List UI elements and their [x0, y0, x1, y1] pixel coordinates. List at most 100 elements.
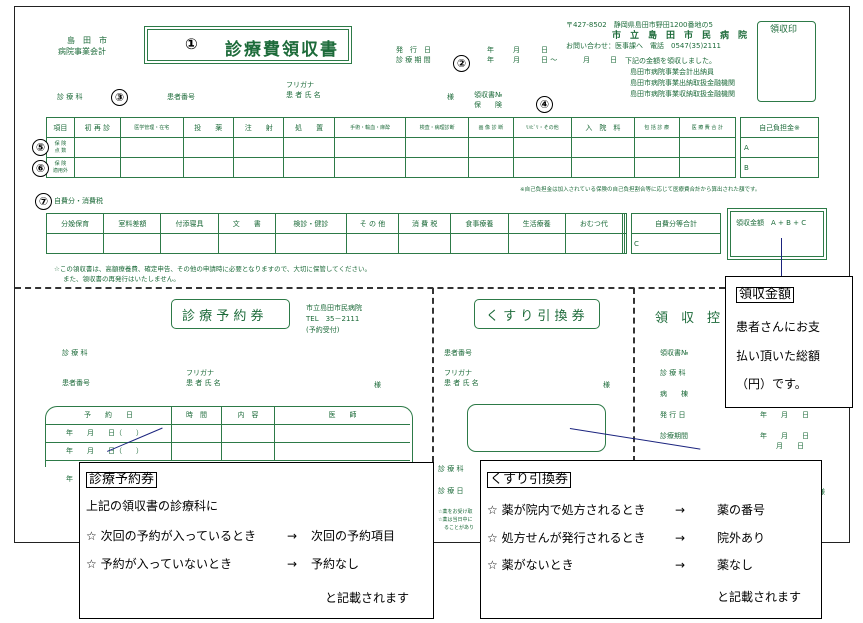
marker-1: ①: [185, 35, 198, 53]
stamp-label: 領収印: [770, 25, 798, 35]
marker-7: ⑦: [35, 193, 52, 210]
medicine-date-label: 診 療 日: [438, 487, 464, 495]
insurance-col-header: 包 括 診 療: [633, 117, 680, 138]
stub-receipt-no: 領収書№: [660, 349, 689, 357]
insurance-label: 保 険: [474, 101, 502, 109]
medicine-callout-cond-1: ☆ 薬が院内で処方されるとき: [487, 503, 646, 517]
hospital-account: 病院事業会計: [58, 47, 106, 56]
medicine-patient-name-label: 患 者 氏 名: [444, 379, 479, 387]
stub-period: 診療期間: [660, 432, 688, 440]
amount-callout-line-2: 払い頂いた総額: [736, 349, 821, 363]
hospital-contact: お問い合わせ：医事課へ 電話 0547(35)2111: [566, 42, 721, 50]
insurance-col-header: 手術・輸血・麻酔: [333, 117, 407, 138]
reservation-callout-arrow-1: →: [287, 529, 298, 543]
medicine-callout-result-2: 院外あり: [717, 531, 766, 545]
self-col-header: 消 費 税: [398, 213, 452, 234]
insurance-col-header: 入 院 料: [571, 117, 635, 138]
reservation-patient-name-label: 患 者 氏 名: [186, 379, 221, 387]
res-col-time: 時 間: [171, 406, 222, 425]
amount-connector: [781, 238, 782, 276]
sama: 様: [447, 93, 454, 101]
period-day-to: 日: [610, 56, 617, 64]
reservation-callout-intro: 上記の領収書の診療科に: [86, 499, 219, 513]
medicine-title-box: [474, 299, 600, 329]
stub-issue: 発 行 日: [660, 411, 686, 419]
medicine-callout-result-3: 薬なし: [717, 558, 754, 572]
insurance-col-header: 投 薬: [182, 117, 234, 138]
self-col-header: 付添寝具: [160, 213, 219, 234]
receipt-no-label: 領収書№: [474, 91, 503, 99]
reservation-furigana-label: フリガナ: [186, 369, 214, 377]
reservation-dept-label: 診 療 科: [62, 349, 88, 357]
row-label-uncovered-text: 保 険 適用外: [52, 160, 68, 174]
agency-2: 島田市病院事業出納取扱金融機関: [630, 79, 735, 87]
row-label-points-text: 保 険 点 数: [54, 140, 67, 154]
stub-title: 領 収 控: [655, 311, 721, 326]
marker-5: ⑤: [32, 139, 49, 156]
self-col-header: そ の 他: [345, 213, 400, 234]
self-col-header: 室料差額: [103, 213, 162, 234]
reservation-title-box: [171, 299, 290, 329]
medicine-dept-label: 診 療 科: [438, 465, 464, 473]
marker-3: ③: [111, 89, 128, 106]
self-pay-header: 自己負担金※: [740, 117, 819, 138]
insurance-col-header: 医 療 費 合 計: [678, 117, 737, 138]
insurance-points-row: 保 険 点 数: [46, 137, 737, 158]
medicine-title: く す り 引 換 券: [486, 309, 585, 324]
insurance-header-row: 項目初 再 診医学管理・在宅投 薬注 射処 置手術・輸血・麻酔検査・病理診断画 …: [46, 117, 737, 138]
self-pay-b: B: [740, 157, 819, 178]
medicine-patient-no-label: 患者番号: [444, 349, 472, 357]
self-table: 分娩保育室料差額付添寝具文 書検診・健診そ の 他消 費 税食事療養生活療養おむ…: [45, 213, 628, 254]
insurance-col-header: 検査・病理診断: [405, 117, 469, 138]
insurance-col-header: 注 射: [232, 117, 285, 138]
self-col-header: 検診・健診: [274, 213, 347, 234]
row-label-uncovered: 保 険 適用外: [46, 157, 75, 178]
received-box: [727, 208, 827, 260]
perforation-horizontal: [15, 287, 725, 289]
self-col-header: 文 書: [217, 213, 276, 234]
medicine-note-1: ☆薬をお受け取: [438, 509, 473, 515]
medicine-note-2: ☆薬は当日中に: [438, 517, 473, 523]
self-col-header: おむつ代: [564, 213, 623, 234]
insurance-col-header: 画 像 診 断: [467, 117, 514, 138]
keep-note-2: また、領収書の再発行はいたしません。: [63, 275, 180, 283]
agency-note: 下記の金額を領収しました。: [625, 57, 716, 65]
stub-issue-ymd: 年 月 日: [760, 411, 809, 419]
insurance-col-header: 項目: [46, 117, 75, 138]
period-month-to: 月: [583, 56, 590, 64]
reservation-callout-cond-1: ☆ 次回の予約が入っているとき: [86, 529, 256, 543]
stamp-box: [757, 21, 816, 102]
medicine-callout-arrow-3: →: [675, 558, 686, 572]
insurance-table: 項目初 再 診医学管理・在宅投 薬注 射処 置手術・輸血・麻酔検査・病理診断画 …: [46, 117, 737, 178]
reservation-callout-title: 診療予約券: [86, 472, 158, 488]
amount-callout-title: 領収金額: [736, 287, 795, 303]
reservation-hospital: 市立島田市民病院: [306, 304, 362, 312]
dept-label: 診 療 科: [57, 93, 83, 101]
reservation-callout-arrow-2: →: [287, 557, 298, 571]
medicine-callout-arrow-2: →: [675, 531, 686, 545]
hospital-name: 市 立 島 田 市 民 病 院: [612, 31, 748, 41]
amount-callout-line-1: 患者さんにお支: [736, 320, 821, 334]
insurance-col-header: 初 再 診: [73, 117, 121, 138]
self-pay-section-label: 自費分・消費税: [54, 197, 103, 205]
page-title: 診療費領収書: [225, 40, 339, 60]
res-row-3: 年: [66, 475, 73, 483]
reservation-title: 診 療 予 約 券: [182, 309, 264, 324]
medicine-callout: くすり引換券 ☆ 薬が院内で処方されるとき → 薬の番号 ☆ 処方せんが発行され…: [480, 460, 822, 619]
medicine-callout-footer: と記載されます: [717, 590, 802, 604]
medicine-callout-cond-3: ☆ 薬がないとき: [487, 558, 574, 572]
hospital-address: 〒427-8502 静岡県島田市野田1200番地の5: [566, 21, 713, 29]
self-pay-table: 自己負担金※ A B: [740, 117, 819, 178]
self-header-row: 分娩保育室料差額付添寝具文 書検診・健診そ の 他消 費 税食事療養生活療養おむ…: [45, 213, 628, 234]
insurance-uncovered-row: 保 険 適用外: [46, 157, 737, 178]
issue-year: 年: [487, 46, 494, 54]
self-total-table: 自費分等合計 C: [631, 213, 721, 254]
patient-name-label: 患 者 氏 名: [286, 91, 321, 99]
reservation-table: 予 約 日 時 間 内 容 医 師 年 月 日（ ） 年 月 日（ ）: [46, 406, 410, 461]
medicine-callout-arrow-1: →: [675, 503, 686, 517]
res-col-content: 内 容: [221, 406, 275, 425]
marker-2: ②: [453, 55, 470, 72]
self-col-header: 生活療養: [507, 213, 566, 234]
insurance-col-header: 医学管理・在宅: [119, 117, 184, 138]
medicine-number-box: [467, 404, 606, 452]
